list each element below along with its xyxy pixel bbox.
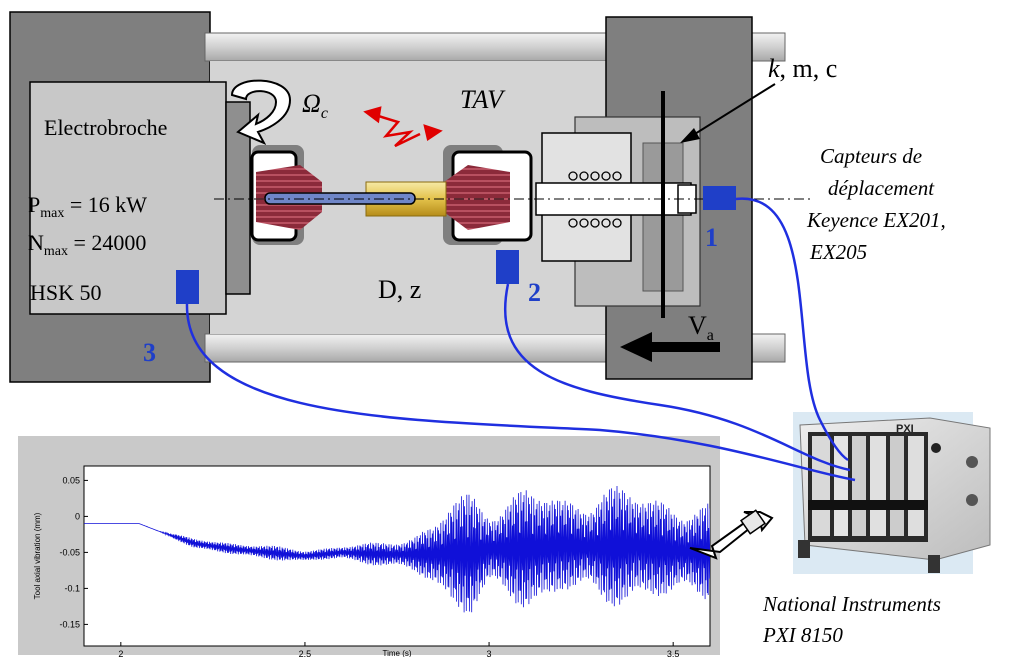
y-tick-label: -0.1	[64, 583, 80, 593]
sensor-2-number: 2	[528, 278, 541, 307]
sensor-2	[496, 250, 519, 284]
y-tick-label: 0	[75, 511, 80, 521]
sensor-1	[703, 186, 736, 210]
x-tick-label: 2.5	[299, 649, 312, 657]
y-tick-label: -0.05	[59, 547, 80, 557]
spindle-holder: HSK 50	[30, 280, 102, 305]
acquisition-caption: National Instruments PXI 8150	[762, 592, 941, 647]
svg-text:Keyence EX201,: Keyence EX201,	[806, 208, 946, 232]
svg-text:Capteurs de: Capteurs de	[820, 144, 922, 168]
svg-text:EX205: EX205	[809, 240, 867, 264]
x-axis-label: Time (s)	[382, 649, 411, 657]
y-tick-label: 0.05	[62, 475, 80, 485]
svg-text:PXI: PXI	[896, 423, 914, 435]
svg-text:déplacement: déplacement	[828, 176, 935, 200]
svg-text:PXI 8150: PXI 8150	[762, 623, 843, 647]
stiffness-label: k, m, c	[768, 54, 837, 83]
spindle-name: Electrobroche	[44, 115, 167, 140]
sensor-3-number: 3	[143, 338, 156, 367]
x-tick-label: 2	[118, 649, 123, 657]
sensor-3	[176, 270, 199, 304]
svg-text:National Instruments: National Instruments	[762, 592, 941, 616]
y-tick-label: -0.15	[59, 619, 80, 629]
sensor-1-number: 1	[705, 223, 718, 252]
sensor-caption: Capteurs de déplacement Keyence EX201, E…	[806, 144, 946, 264]
y-axis-label: Tool axial vibration (mm)	[33, 512, 42, 599]
x-tick-label: 3	[487, 649, 492, 657]
tav-label: TAV	[460, 85, 506, 114]
dz-label: D, z	[378, 275, 421, 304]
x-tick-label: 3.5	[667, 649, 680, 657]
